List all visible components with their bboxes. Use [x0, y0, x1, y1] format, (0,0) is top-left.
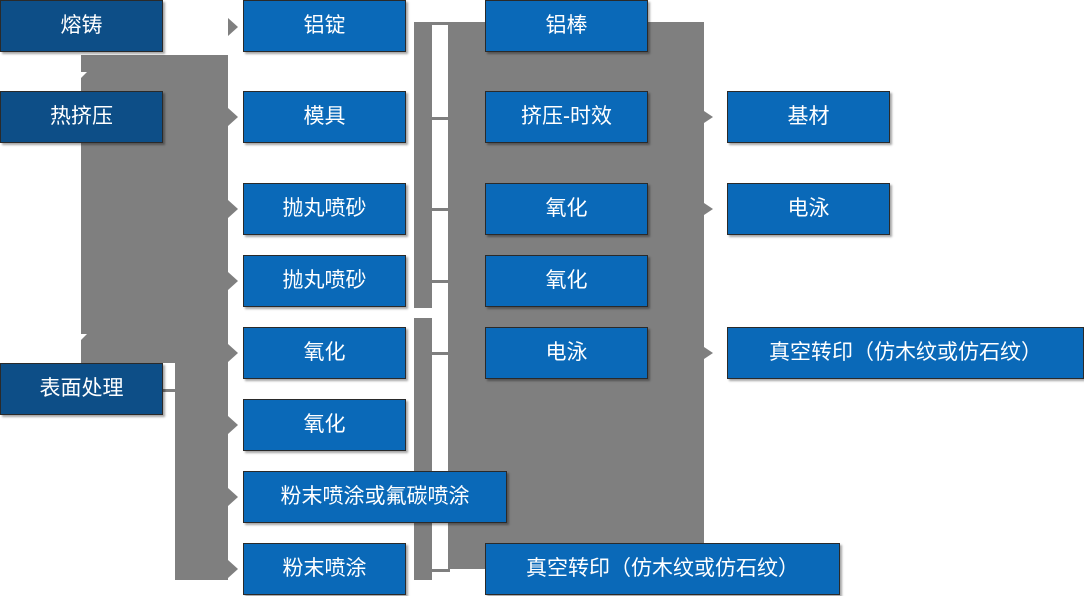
process-box-aluminium-bar[interactable]: 铝棒: [485, 0, 648, 52]
material-box-oxidation-1[interactable]: 氧化: [243, 327, 406, 379]
process-box-extrusion-aging[interactable]: 挤压-时效: [485, 91, 648, 143]
process-box-vacuum-transfer-printing[interactable]: 真空转印（仿木纹或仿石纹）: [485, 543, 840, 595]
stage-box-surface-treatment-label: 表面处理: [39, 376, 124, 400]
stage-box-surface-treatment[interactable]: 表面处理: [0, 363, 163, 415]
material-box-shot-blasting-2-label: 抛丸喷砂: [282, 268, 367, 292]
material-box-powder-coating-label: 粉末喷涂: [282, 556, 367, 580]
arrow-to-col2-5: [228, 344, 238, 362]
arrow-to-col4-1: [704, 111, 713, 123]
process-box-oxidation-1[interactable]: 氧化: [485, 183, 648, 235]
arrow-to-col2-6: [228, 416, 238, 434]
process-box-electrophoresis-label: 电泳: [545, 340, 588, 364]
connector-down-arrow-1: [69, 72, 87, 81]
process-box-oxidation-1-label: 氧化: [545, 196, 588, 220]
process-box-oxidation-2[interactable]: 氧化: [485, 255, 648, 307]
material-box-oxidation-2-label: 氧化: [303, 412, 346, 436]
arrow-to-col4-3: [704, 347, 713, 359]
output-box-vacuum-transfer-printing[interactable]: 真空转印（仿木纹或仿石纹）: [727, 327, 1084, 379]
connector-down-arrow-2: [69, 334, 87, 343]
output-box-substrate-label: 基材: [787, 104, 830, 128]
connector-tie-6: [432, 569, 450, 572]
material-box-oxidation-2[interactable]: 氧化: [243, 399, 406, 451]
connector-tie-3: [432, 208, 450, 211]
output-box-electrophoresis-label: 电泳: [787, 196, 830, 220]
material-box-shot-blasting-1[interactable]: 抛丸喷砂: [243, 183, 406, 235]
arrow-to-col2-2: [228, 108, 238, 126]
material-box-aluminium-ingot-label: 铝锭: [303, 13, 346, 37]
stage-box-melting-label: 熔铸: [60, 13, 103, 37]
connector-stub-surface: [163, 389, 177, 392]
output-box-vacuum-transfer-printing-label: 真空转印（仿木纹或仿石纹）: [769, 340, 1042, 364]
process-box-aluminium-bar-label: 铝棒: [545, 13, 588, 37]
connector-midbar-seg1: [414, 22, 432, 308]
output-box-substrate[interactable]: 基材: [727, 91, 890, 143]
connector-left-narrow: [175, 363, 228, 580]
connector-tie-5: [432, 352, 450, 355]
arrow-to-col2-7: [228, 488, 238, 506]
material-box-mould[interactable]: 模具: [243, 91, 406, 143]
process-box-extrusion-aging-label: 挤压-时效: [521, 104, 612, 128]
connector-tie-4: [432, 280, 450, 283]
material-box-shot-blasting-2[interactable]: 抛丸喷砂: [243, 255, 406, 307]
stage-box-hot-extrusion-label: 热挤压: [50, 104, 113, 128]
material-box-powder-or-fluorocarbon-coating-label: 粉末喷涂或氟碳喷涂: [280, 484, 470, 508]
material-box-aluminium-ingot[interactable]: 铝锭: [243, 0, 406, 52]
stage-box-melting[interactable]: 熔铸: [0, 0, 163, 52]
process-box-vacuum-transfer-printing-label: 真空转印（仿木纹或仿石纹）: [526, 556, 799, 580]
output-box-electrophoresis[interactable]: 电泳: [727, 183, 890, 235]
process-box-oxidation-2-label: 氧化: [545, 268, 588, 292]
material-box-mould-label: 模具: [303, 104, 346, 128]
material-box-shot-blasting-1-label: 抛丸喷砂: [282, 196, 367, 220]
material-box-powder-coating[interactable]: 粉末喷涂: [243, 543, 406, 595]
stage-box-hot-extrusion[interactable]: 热挤压: [0, 91, 163, 143]
arrow-to-col4-2: [704, 203, 713, 215]
connector-tie-2: [432, 117, 450, 120]
process-box-electrophoresis[interactable]: 电泳: [485, 327, 648, 379]
material-box-powder-or-fluorocarbon-coating[interactable]: 粉末喷涂或氟碳喷涂: [243, 471, 507, 523]
connector-midbar-seg2: [414, 318, 432, 580]
arrow-to-col2-8: [228, 560, 238, 578]
material-box-oxidation-1-label: 氧化: [303, 340, 346, 364]
connector-tie-1: [432, 22, 450, 25]
arrow-to-col2-1: [228, 18, 238, 36]
arrow-to-col2-4: [228, 272, 238, 290]
arrow-to-col2-3: [228, 200, 238, 218]
